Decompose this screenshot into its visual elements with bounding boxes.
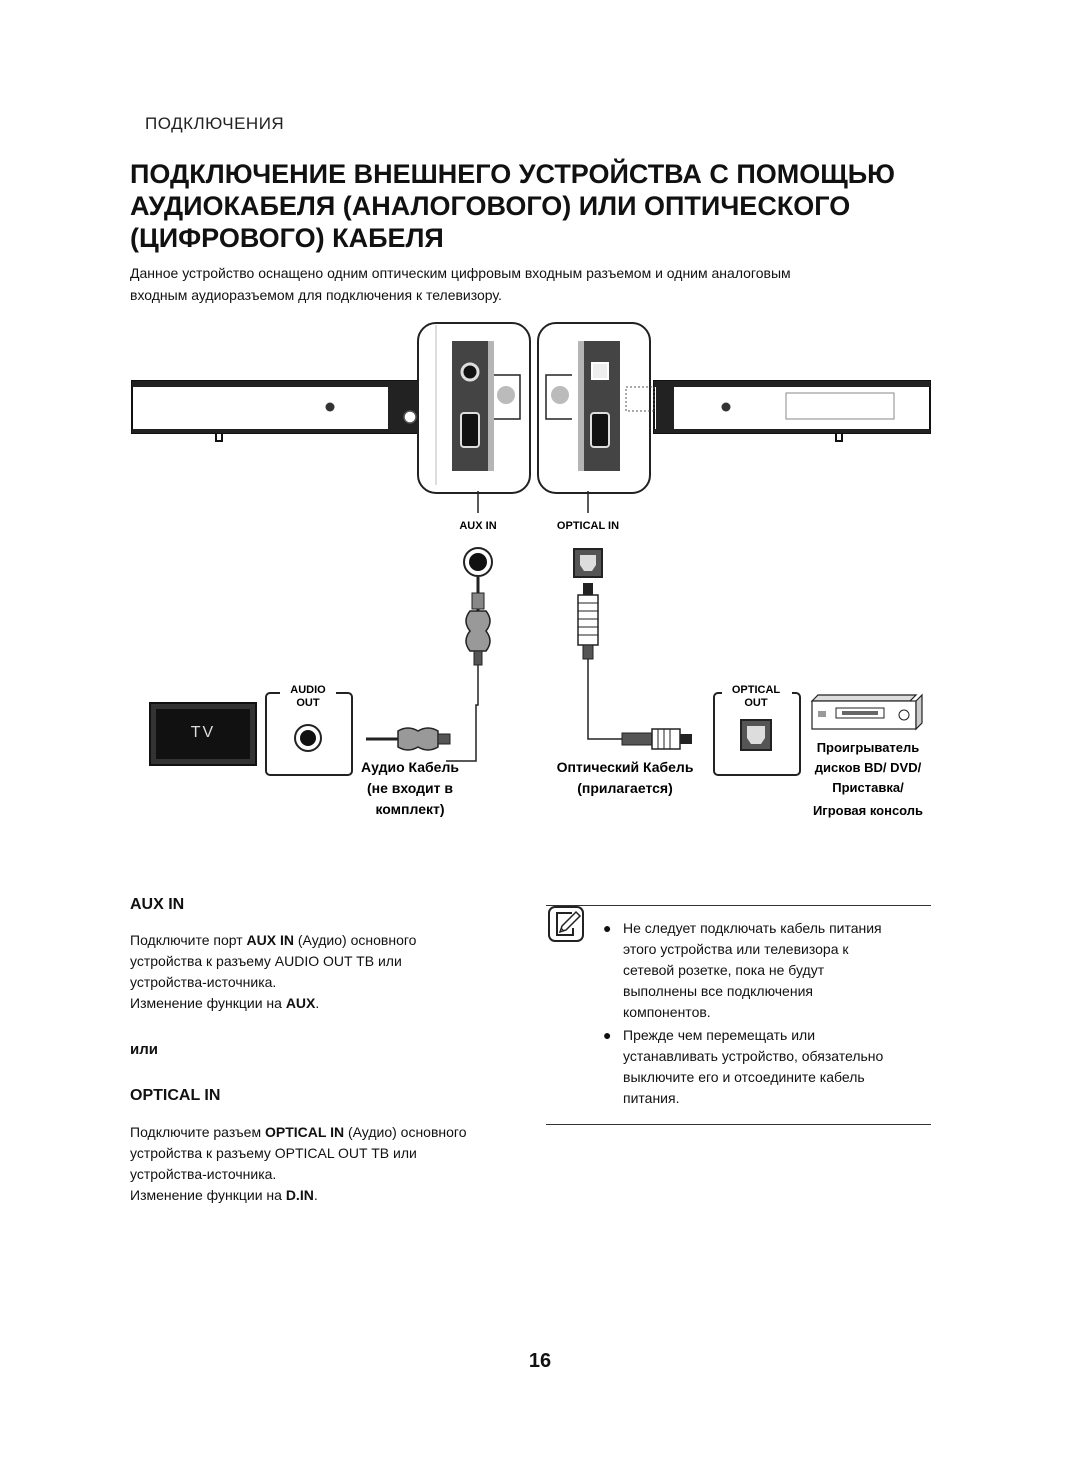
optical-text-bold: D.IN xyxy=(285,1187,314,1203)
tv-illustration: TV xyxy=(149,702,257,766)
audio-out-label-2: OUT xyxy=(296,697,320,709)
title-line-1: ПОДКЛЮЧЕНИЕ ВНЕШНЕГО УСТРОЙСТВА С ПОМОЩЬ… xyxy=(130,159,896,189)
page-title: ПОДКЛЮЧЕНИЕ ВНЕШНЕГО УСТРОЙСТВА С ПОМОЩЬ… xyxy=(130,158,950,254)
note-item: ● Не следует подключать кабель питания э… xyxy=(603,918,923,1023)
optical-text: устройства-источника. xyxy=(130,1166,277,1182)
note-text: выключите его и отсоедините кабель xyxy=(623,1069,865,1085)
player-label-2: дисков BD/ DVD/ xyxy=(815,760,922,775)
note-item: ● Прежде чем перемещать или устанавливат… xyxy=(603,1025,923,1109)
audio-cable-horizontal-plug xyxy=(366,727,451,751)
note-text: компонентов. xyxy=(623,1004,711,1020)
aux-text: . xyxy=(315,995,320,1011)
aux-in-heading: AUX IN xyxy=(130,896,185,913)
optical-cable-label-1: Оптический Кабель xyxy=(557,759,694,775)
aux-text: Подключите порт xyxy=(130,932,247,948)
note-text: этого устройства или телевизора к xyxy=(623,941,849,957)
note-text: сетевой розетке, пока не будут xyxy=(623,962,825,978)
note-pencil-icon xyxy=(548,906,584,942)
aux-text: устройства-источника. xyxy=(130,974,277,990)
bullet: ● xyxy=(603,920,612,936)
intro-line-1: Данное устройство оснащено одним оптичес… xyxy=(130,265,791,281)
section-label: ПОДКЛЮЧЕНИЯ xyxy=(145,114,285,133)
player-label-4: Игровая консоль xyxy=(813,803,923,818)
optical-text: устройства к разъему OPTICAL OUT ТВ или xyxy=(130,1145,417,1161)
bullet: ● xyxy=(603,1027,612,1043)
optical-plug-icon xyxy=(577,583,622,740)
page-number: 16 xyxy=(528,1350,552,1372)
optical-out-label-2: OUT xyxy=(744,697,768,709)
optical-text: Подключите разъем xyxy=(130,1124,265,1140)
note-text: Не следует подключать кабель питания xyxy=(623,920,882,936)
optical-text: Изменение функции на xyxy=(130,1187,286,1203)
audio-cable-label-3: комплект) xyxy=(375,801,444,817)
aux-text: Изменение функции на xyxy=(130,995,286,1011)
audio-cable-label-1: Аудио Кабель xyxy=(361,759,459,775)
title-line-3: (ЦИФРОВОГО) КАБЕЛЯ xyxy=(130,223,444,253)
optical-in-paragraph: Подключите разъем OPTICAL IN (Аудио) осн… xyxy=(130,1122,530,1206)
intro-line-2: входным аудиоразъемом для подключения к … xyxy=(130,287,502,303)
notes-list: ● Не следует подключать кабель питания э… xyxy=(603,918,923,1111)
optical-in-heading: OPTICAL IN xyxy=(130,1087,221,1104)
aux-in-closeup xyxy=(417,322,531,494)
connection-diagram: AUX IN OPTICAL IN xyxy=(131,322,931,818)
optical-out-label-1: OPTICAL xyxy=(732,684,781,696)
soundbar-illustration xyxy=(131,380,931,442)
note-text: устанавливать устройство, обязательно xyxy=(623,1048,884,1064)
note-text: питания. xyxy=(623,1090,680,1106)
optical-in-closeup xyxy=(537,322,655,494)
optical-text: (Аудио) основного xyxy=(344,1124,467,1140)
notes-box xyxy=(546,905,931,1125)
optical-cable-horizontal-plug xyxy=(621,728,692,750)
player-label-3: Приставка/ xyxy=(832,780,904,795)
audio-out-port-box: AUDIO OUT xyxy=(265,683,353,776)
aux-plug-icon xyxy=(446,577,491,762)
aux-text: устройства к разъему AUDIO OUT ТВ или xyxy=(130,953,402,969)
note-text: Прежде чем перемещать или xyxy=(623,1027,816,1043)
intro-paragraph: Данное устройство оснащено одним оптичес… xyxy=(130,262,930,306)
note-text: выполнены все подключения xyxy=(623,983,813,999)
audio-cable-label-2: (не входит в xyxy=(367,780,453,796)
optical-text-bold: OPTICAL IN xyxy=(264,1124,345,1140)
optical-out-port-box: OPTICAL OUT xyxy=(713,681,801,776)
optical-in-label: OPTICAL IN xyxy=(557,520,619,532)
dvd-player-illustration xyxy=(810,693,923,731)
tv-label: TV xyxy=(191,724,215,741)
audio-out-label-1: AUDIO xyxy=(290,684,326,696)
player-label-1: Проигрыватель xyxy=(817,740,920,755)
aux-text-bold: AUX IN xyxy=(246,932,294,948)
aux-text: (Аудио) основного xyxy=(294,932,417,948)
aux-in-label: AUX IN xyxy=(459,520,496,532)
or-text: или xyxy=(130,1041,158,1058)
title-line-2: АУДИОКАБЕЛЯ (АНАЛОГОВОГО) ИЛИ ОПТИЧЕСКОГ… xyxy=(130,191,851,221)
optical-cable-label-2: (прилагается) xyxy=(577,780,672,796)
aux-in-paragraph: Подключите порт AUX IN (Аудио) основного… xyxy=(130,930,530,1014)
aux-text-bold: AUX xyxy=(285,995,316,1011)
optical-text: . xyxy=(313,1187,318,1203)
